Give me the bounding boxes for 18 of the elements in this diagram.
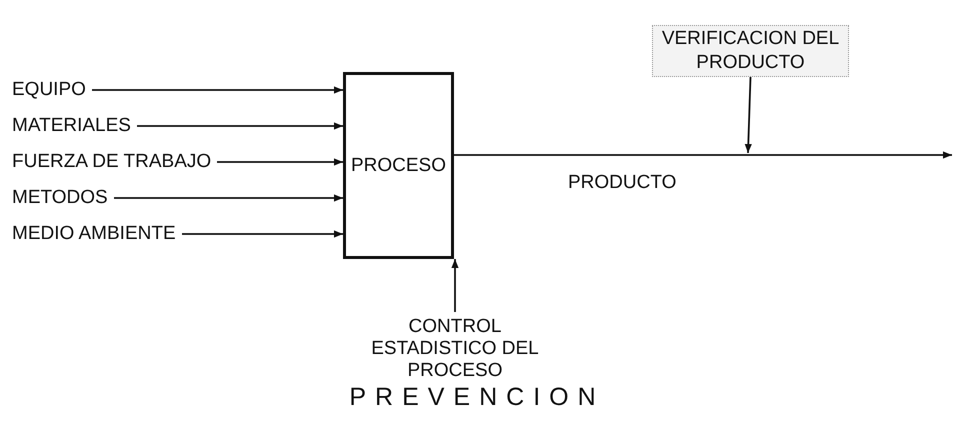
arrow	[454, 151, 952, 159]
caption: PREVENCION	[348, 383, 606, 412]
note-box: VERIFICACION DEL PRODUCTO	[652, 25, 849, 77]
input-label: MATERIALES	[12, 115, 131, 137]
arrow	[182, 230, 343, 238]
arrow	[92, 86, 343, 94]
arrow	[744, 76, 752, 154]
arrow	[451, 259, 459, 312]
input-label: METODOS	[12, 187, 108, 209]
edge-label: PRODUCTO	[568, 172, 676, 194]
input-label: MEDIO AMBIENTE	[12, 223, 176, 245]
input-label: EQUIPO	[12, 79, 86, 101]
process-box: PROCESO	[343, 72, 454, 259]
arrow	[114, 194, 343, 202]
arrow	[137, 122, 343, 130]
input-label: FUERZA DE TRABAJO	[12, 151, 212, 173]
input-label: CONTROL ESTADISTICO DEL PROCESO	[355, 316, 555, 382]
arrow	[217, 158, 343, 166]
